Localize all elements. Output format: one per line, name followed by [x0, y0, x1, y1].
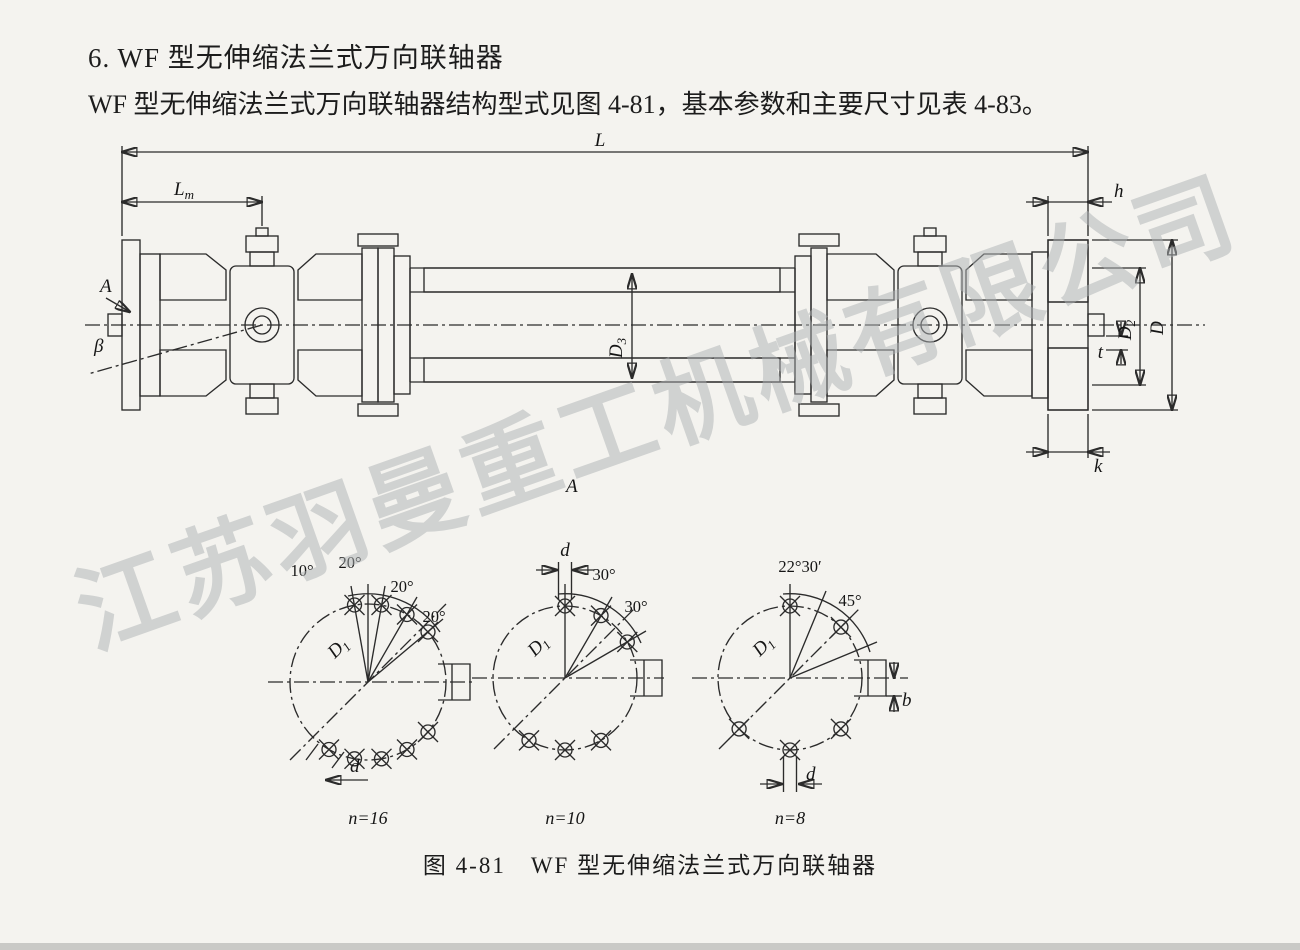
page-edge — [0, 943, 1300, 950]
figure-caption: 图 4-81 WF 型无伸缩法兰式万向联轴器 — [422, 853, 878, 878]
dim-L: L — [122, 130, 1088, 236]
dim-label-d-n10: d — [560, 540, 570, 561]
angle-label-20b: 20° — [390, 577, 413, 596]
flange-edge-fragment — [854, 659, 887, 697]
angle-label-30b: 30° — [624, 597, 647, 616]
left-universal-joint — [229, 227, 295, 415]
dim-label-D2-base: D — [1115, 326, 1136, 341]
left-yoke — [159, 253, 227, 397]
dim-label-D3: D3 — [606, 337, 629, 359]
bolt-circle-details: d 10° 20° 20° 20° D1 n=16 — [268, 540, 912, 828]
bolt-holes — [728, 595, 852, 761]
dim-label-D1-n8: D1 — [748, 632, 779, 663]
dim-label-t: t — [1098, 342, 1104, 363]
dim-D3: D3 — [606, 274, 632, 378]
dim-label-D1-n16: D1 — [323, 634, 354, 665]
dim-label-D2-sub: 2 — [1123, 319, 1138, 326]
dim-D: D — [1092, 240, 1178, 410]
dim-D2: D2 — [1092, 268, 1146, 385]
dim-label-Lm-sub: m — [185, 187, 194, 202]
dim-d-n16: d — [305, 743, 368, 780]
right-inner-yoke — [826, 253, 895, 397]
dim-label-L: L — [594, 130, 606, 151]
right-universal-joint — [897, 227, 963, 415]
angle-label-10: 10° — [290, 561, 313, 580]
dim-t: t — [1098, 322, 1128, 364]
count-label-n8: n=8 — [775, 808, 805, 828]
angle-label-beta: β — [93, 336, 104, 357]
dim-label-D: D — [1147, 321, 1168, 336]
dim-label-Lm-base: L — [173, 179, 185, 200]
dim-label-D3-sub: 3 — [614, 337, 629, 345]
bolt-circle-detail-n10: d 30° 30° D1 n=10 — [472, 540, 664, 828]
flange-edge-fragment — [438, 663, 471, 701]
view-arrow-A: A — [98, 276, 130, 312]
dim-label-k: k — [1094, 456, 1103, 477]
dim-label-D3-base: D — [606, 344, 627, 359]
dim-h: h — [1026, 181, 1124, 236]
view-label-A: A — [98, 276, 112, 297]
count-label-n10: n=10 — [545, 808, 584, 828]
dim-d-n8: d — [760, 757, 822, 792]
coupling-assembly — [85, 227, 1205, 417]
angle-label-45: 45° — [838, 591, 861, 610]
angle-label-30a: 30° — [592, 565, 615, 584]
dim-label-b-n8: b — [902, 690, 912, 711]
angle-label-20a: 20° — [338, 553, 361, 572]
dimensions: L Lm h A β — [93, 130, 1178, 497]
dim-k: k — [1026, 414, 1110, 477]
dim-label-d-n16: d — [350, 756, 360, 777]
section-heading: 6. WF 型无伸缩法兰式万向联轴器 — [88, 43, 504, 73]
dim-d-n10: d — [536, 540, 594, 600]
bolt-circle-detail-n16: d 10° 20° 20° 20° D1 n=16 — [268, 553, 472, 828]
dim-label-h: h — [1114, 181, 1124, 202]
dim-label-D2: D2 — [1115, 319, 1138, 341]
bolt-circle-detail-n8: b d 22°30′ 45° D1 n=8 — [692, 557, 912, 828]
dim-label-D1-n10: D1 — [523, 632, 554, 663]
count-label-n16: n=16 — [348, 808, 387, 828]
dim-b-n8: b — [886, 662, 912, 712]
angle-label-22-30: 22°30′ — [778, 557, 821, 576]
flange-edge-fragment — [630, 659, 663, 697]
bolt-holes — [318, 594, 439, 770]
dim-label-Lm: Lm — [173, 179, 194, 202]
angle-label-20c: 20° — [422, 607, 445, 626]
right-flange-sectioned — [1031, 239, 1105, 411]
dim-Lm: Lm — [122, 179, 262, 226]
section-label-A: A — [564, 476, 578, 497]
intro-paragraph: WF 型无伸缩法兰式万向联轴器结构型式见图 4-81，基本参数和主要尺寸见表 4… — [88, 90, 1048, 119]
right-mid-flange — [794, 233, 840, 417]
dim-label-d-n8: d — [806, 764, 816, 785]
